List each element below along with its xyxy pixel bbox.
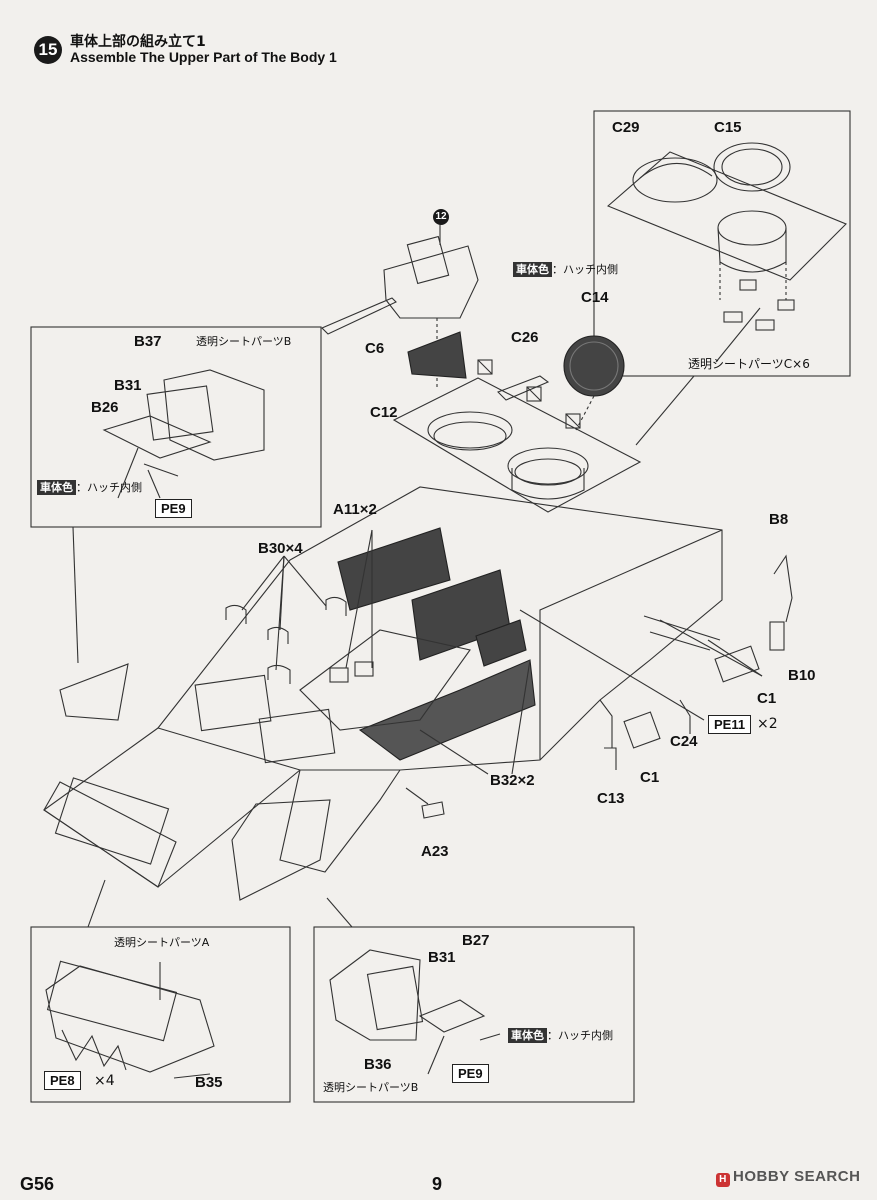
detail-box-bottom-left (30, 926, 291, 1103)
manual-code: G56 (20, 1174, 55, 1194)
part-label-b8: B8 (769, 511, 789, 528)
part-label-b26: B26 (91, 399, 119, 416)
page-number: 9 (432, 1174, 443, 1194)
pe8-multiplier: ×4 (94, 1073, 115, 1089)
paint-color-tag: 車体色 (513, 262, 552, 277)
detail-box-top-right (593, 110, 851, 377)
part-label-c13: C13 (597, 790, 625, 807)
detail-box-left (30, 326, 322, 528)
note-clear-sheet-b-bottom: 透明シートパーツB (323, 1081, 419, 1094)
note-clear-sheet-b: 透明シートパーツB (196, 335, 292, 348)
paint-location: ：ハッチ内側 (547, 1029, 613, 1042)
pe8-tag: PE8 (44, 1071, 81, 1090)
part-label-c26: C26 (511, 329, 539, 346)
part-label-c14: C14 (581, 289, 609, 306)
step-title-en: Assemble The Upper Part of The Body 1 (70, 49, 337, 65)
part-label-c1-center: C1 (640, 769, 660, 786)
pe9-tag-bottom: PE9 (452, 1064, 489, 1083)
part-label-b31: B31 (114, 377, 142, 394)
part-label-a23: A23 (421, 843, 449, 860)
note-clear-sheet-a: 透明シートパーツA (114, 936, 210, 949)
hatch-c6 (407, 331, 467, 379)
part-label-b36: B36 (364, 1056, 392, 1073)
top-hatch-plate (392, 377, 642, 513)
part-label-c24: C24 (670, 733, 698, 750)
part-label-b32: B32×2 (490, 772, 535, 789)
hatch-c14 (563, 335, 625, 397)
step-title-jp: 車体上部の組み立て1 (70, 34, 206, 50)
paint-color-tag: 車体色 (37, 480, 76, 495)
paint-note-top: 車体色：ハッチ内側 (513, 262, 618, 277)
part-label-c12: C12 (370, 404, 398, 421)
pe11-multiplier: ×2 (757, 716, 778, 732)
paint-note-left: 車体色：ハッチ内側 (37, 480, 142, 495)
watermark-text: HOBBY SEARCH (733, 1168, 861, 1185)
paint-color-tag: 車体色 (508, 1028, 547, 1043)
detail-box-bottom-right (313, 926, 635, 1103)
part-label-b31-bottom: B31 (428, 949, 456, 966)
part-label-a11: A11×2 (333, 501, 377, 518)
paint-location: ：ハッチ内側 (552, 263, 618, 276)
part-label-b30: B30×4 (258, 540, 303, 557)
part-label-b35: B35 (195, 1074, 223, 1091)
part-label-b27: B27 (462, 932, 490, 949)
part-label-c29: C29 (612, 119, 640, 136)
pe11-tag: PE11 (708, 715, 752, 734)
part-label-c1-right: C1 (757, 690, 777, 707)
note-clear-sheet-c: 透明シートパーツC×6 (688, 357, 810, 371)
paint-note-bottom: 車体色：ハッチ内側 (508, 1028, 613, 1043)
step-reference-badge: 12 (433, 209, 449, 225)
machine-gun (321, 297, 397, 335)
part-label-c6: C6 (365, 340, 385, 357)
paint-location: ：ハッチ内側 (76, 481, 142, 494)
pe9-tag-top: PE9 (155, 499, 192, 518)
part-label-b10: B10 (788, 667, 816, 684)
watermark-logo-icon: H (716, 1173, 730, 1187)
part-label-c15: C15 (714, 119, 742, 136)
step-number-badge: 15 (34, 36, 62, 64)
part-label-b37: B37 (134, 333, 162, 350)
